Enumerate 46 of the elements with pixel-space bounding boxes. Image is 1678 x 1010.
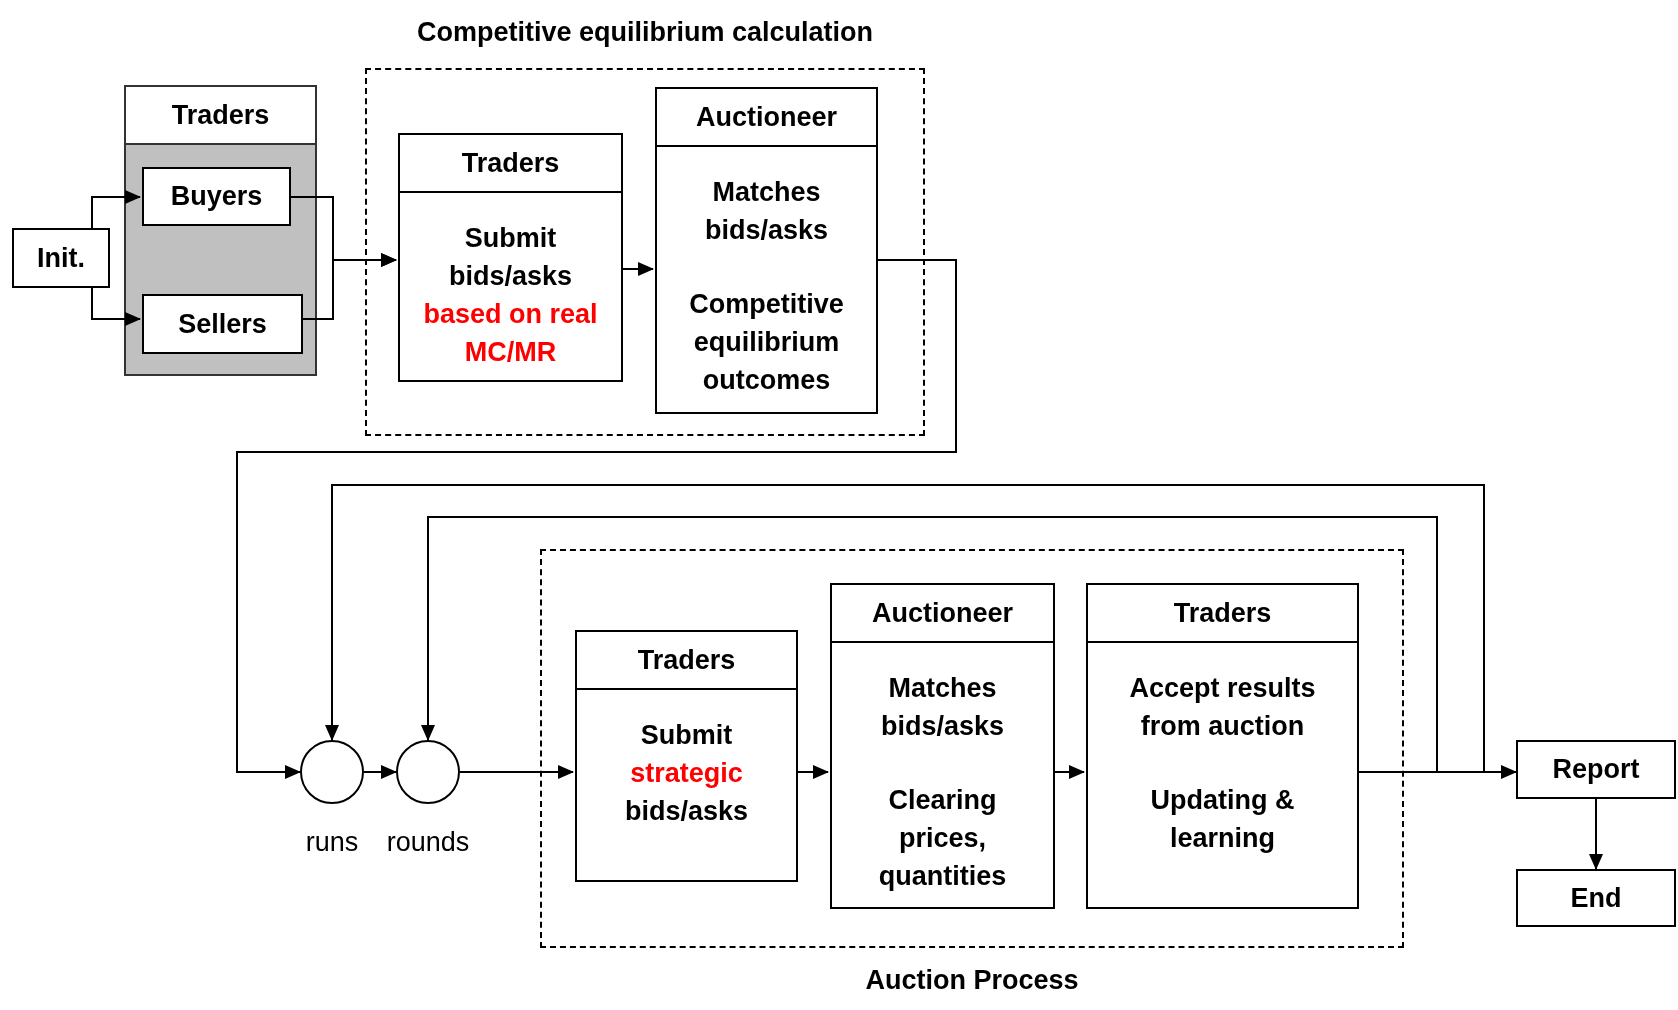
box-heading: Auctioneer [657, 89, 876, 147]
box-label: Sellers [178, 307, 267, 341]
circle-caption: runs [305, 826, 359, 859]
arrow [459, 765, 574, 779]
arrow [363, 765, 397, 779]
arrow [1052, 765, 1085, 779]
box-label: Buyers [170, 180, 263, 214]
arrow [91, 287, 141, 326]
box-heading: Auctioneer [832, 585, 1053, 643]
arrow [325, 484, 1485, 773]
box-heading: Traders [577, 632, 796, 690]
box-text: Submit strategic bids/asks [623, 719, 750, 828]
box-text: Matches bids/asks [703, 176, 830, 247]
box-text: Submit bids/asks based on real MC/MR [422, 222, 599, 369]
arrow [1589, 798, 1603, 870]
arrow [300, 253, 397, 320]
region-title: Auction Process [864, 963, 1080, 997]
process-box [1516, 869, 1676, 927]
box-text: Updating & learning [1149, 784, 1296, 855]
process-box [12, 228, 110, 288]
process-box [142, 167, 291, 226]
box-label: Report [1552, 753, 1640, 787]
process-box [1516, 740, 1676, 799]
box-text: Matches bids/asks [879, 672, 1006, 743]
box-label: End [1570, 881, 1622, 915]
box-label: Init. [37, 241, 85, 275]
arrow [236, 259, 957, 779]
process-box [142, 294, 303, 354]
arrow [421, 516, 1438, 773]
arrow [620, 262, 654, 276]
box-text: Competitive equilibrium outcomes [688, 288, 845, 397]
arrow [91, 190, 141, 229]
group-box [124, 85, 317, 376]
process-box [575, 630, 798, 882]
box-heading: Traders [1088, 585, 1357, 643]
box-text: Clearing prices, quantities [877, 784, 1008, 893]
process-box [398, 133, 623, 382]
arrow [795, 765, 829, 779]
group-heading: Traders [126, 87, 315, 145]
circle-caption: rounds [386, 826, 470, 859]
region-title: Competitive equilibrium calculation [415, 16, 875, 49]
process-box [655, 87, 878, 414]
box-text: Accept results from auction [1128, 672, 1317, 743]
box-heading: Traders [400, 135, 621, 193]
process-box [830, 583, 1055, 909]
process-box [1086, 583, 1359, 909]
